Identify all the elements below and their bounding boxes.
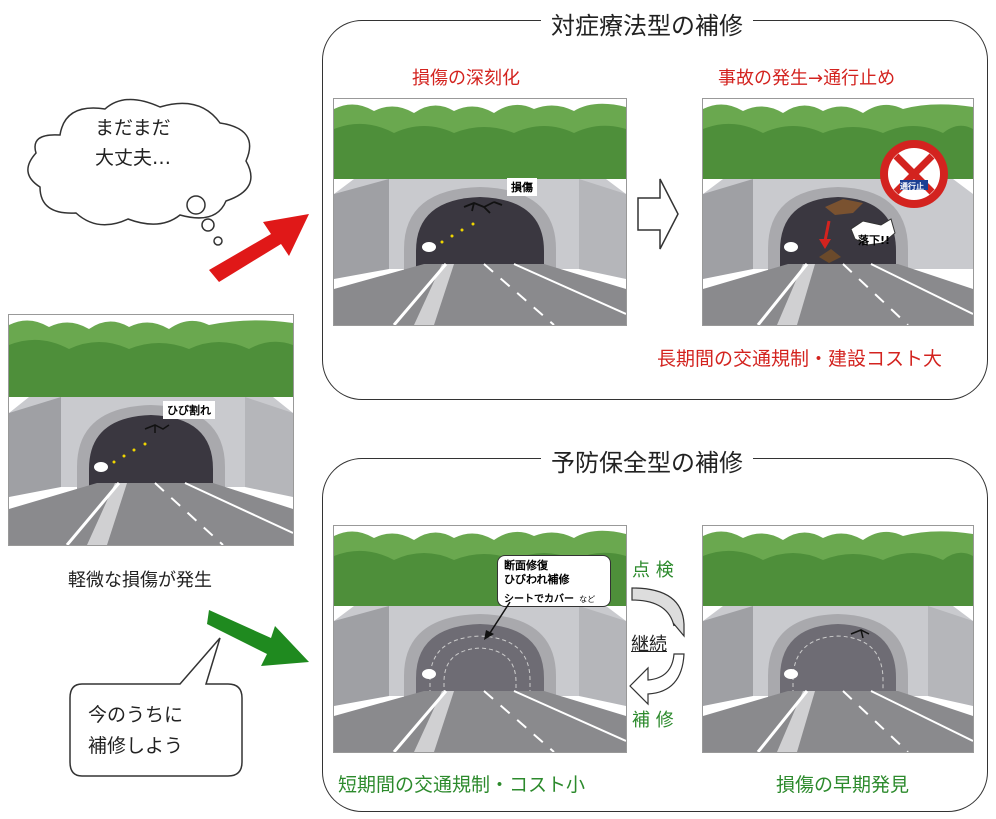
minor-damage-caption: 軽微な損傷が発生	[68, 570, 212, 591]
tunnel-damage-worsening-image	[333, 98, 627, 326]
tunnel-minor-crack-image	[8, 314, 294, 546]
tunnel-early-detection-image	[702, 525, 974, 753]
no-entry-sign-icon	[880, 140, 948, 208]
thought-cloud-icon	[27, 98, 252, 246]
thought-text-line1: まだまだ	[95, 117, 171, 139]
repair-note-suffix: など	[579, 595, 596, 604]
no-entry-sign-label: 通行止	[900, 182, 924, 191]
crack-tag: ひび割れ	[163, 401, 215, 419]
tunnel-accident-image	[702, 98, 974, 326]
short-closure-low-cost-caption: 短期間の交通規制・コスト小	[338, 774, 586, 796]
accident-closure-caption: 事故の発生→通行止め	[718, 68, 896, 89]
speech-text-line2: 補修しよう	[88, 735, 184, 757]
speech-bubble-icon	[69, 637, 243, 777]
repair-note-line2: ひびわれ補修	[504, 573, 570, 586]
repair-note-line1: 断面修復	[504, 559, 548, 572]
repair-methods-callout: 断面修復 ひびわれ補修 シートでカバー など	[497, 555, 611, 607]
speech-text-line1: 今のうちに	[88, 704, 184, 726]
green-arrow-icon	[207, 610, 309, 666]
falling-label: 落下!!	[858, 234, 891, 247]
repair-note-line3: シートでカバー	[504, 594, 574, 605]
right-arrow-icon	[637, 178, 679, 250]
preventive-maintenance-title: 予防保全型の補修	[541, 443, 753, 478]
repair-label: 補 修	[632, 710, 674, 731]
red-arrow-icon	[209, 214, 309, 282]
continuation-label: 継続	[631, 634, 667, 655]
early-detection-caption: 損傷の早期発見	[776, 774, 910, 796]
cycle-arrows-icon	[629, 587, 685, 706]
long-closure-high-cost-caption: 長期間の交通規制・建設コスト大	[657, 348, 943, 370]
damage-worsening-caption: 損傷の深刻化	[412, 68, 520, 89]
callout-pointer-icon	[484, 601, 511, 640]
damage-tag: 損傷	[507, 178, 537, 196]
symptomatic-repair-title: 対症療法型の補修	[541, 6, 753, 41]
inspection-label: 点 検	[632, 560, 674, 581]
thought-text-line2: 大丈夫…	[95, 147, 172, 169]
